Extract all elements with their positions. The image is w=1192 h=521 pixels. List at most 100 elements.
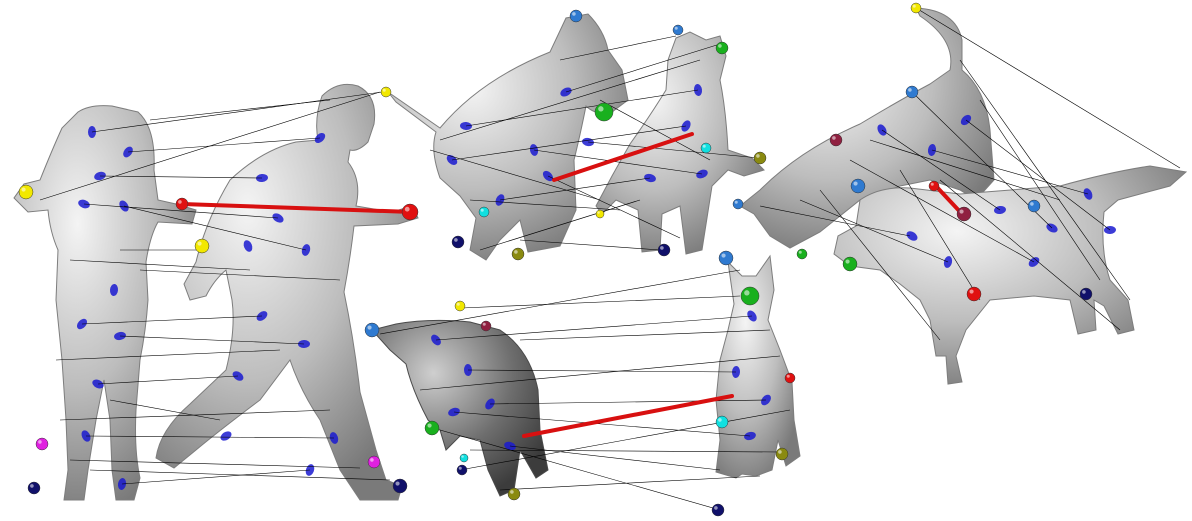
marker-highlight: [514, 250, 518, 254]
marker-highlight: [660, 246, 664, 250]
green-marker: [843, 257, 857, 271]
cyan-marker: [716, 416, 728, 428]
cyan-marker: [701, 143, 711, 153]
dog-shape-right-front: [834, 166, 1186, 384]
marker-highlight: [454, 238, 458, 242]
marker-highlight: [405, 207, 410, 212]
yellow-marker: [911, 3, 921, 13]
green-marker: [595, 103, 613, 121]
human-pair: [14, 84, 418, 500]
navy-marker: [658, 244, 670, 256]
marker-highlight: [598, 106, 603, 111]
marker-highlight: [969, 289, 973, 293]
marker-highlight: [30, 484, 34, 488]
marker-highlight: [721, 253, 725, 257]
green-marker: [425, 421, 439, 435]
navy-marker: [452, 236, 464, 248]
marker-highlight: [703, 145, 706, 148]
marker-highlight: [718, 418, 722, 422]
marker-highlight: [370, 458, 374, 462]
marker-highlight: [461, 455, 463, 457]
marker-highlight: [718, 44, 722, 48]
olive-marker: [508, 488, 520, 500]
marker-highlight: [38, 440, 42, 444]
marker-highlight: [675, 27, 678, 30]
green-marker: [741, 287, 759, 305]
blue-marker: [673, 25, 683, 35]
marker-highlight: [714, 506, 718, 510]
marker-highlight: [908, 88, 912, 92]
marker-highlight: [510, 490, 514, 494]
wolf-shape-top-right: [596, 32, 764, 254]
marker-highlight: [383, 89, 386, 92]
green-marker: [716, 42, 728, 54]
marker-highlight: [845, 259, 849, 263]
red-marker: [176, 198, 188, 210]
yellow-marker: [195, 239, 209, 253]
red-marker: [967, 287, 981, 301]
correspondence-line: [150, 100, 330, 120]
navy-marker: [28, 482, 40, 494]
marker-highlight: [572, 12, 576, 16]
marker-highlight: [778, 450, 782, 454]
wolf-pair-top: [388, 14, 764, 260]
magenta-marker: [36, 438, 48, 450]
yellow-marker: [596, 210, 604, 218]
yellow-marker: [455, 301, 465, 311]
marker-highlight: [744, 290, 749, 295]
correspondence-line: [440, 430, 720, 510]
maroon-marker: [830, 134, 842, 146]
marker-highlight: [1030, 202, 1034, 206]
marker-highlight: [21, 187, 25, 191]
blue-marker: [851, 179, 865, 193]
blue-marker: [733, 199, 743, 209]
marker-highlight: [481, 209, 484, 212]
marker-highlight: [735, 201, 738, 204]
correspondence-line: [500, 476, 760, 490]
marker-highlight: [1082, 290, 1086, 294]
olive-marker: [776, 448, 788, 460]
navy-marker: [712, 504, 724, 516]
marker-highlight: [959, 209, 963, 213]
marker-highlight: [459, 467, 462, 470]
marker-highlight: [853, 181, 857, 185]
marker-highlight: [787, 375, 790, 378]
correspondence-line: [462, 296, 740, 308]
green-marker: [797, 249, 807, 259]
marker-highlight: [197, 241, 201, 245]
marker-highlight: [931, 183, 934, 186]
marker-highlight: [457, 303, 460, 306]
blue-marker: [570, 10, 582, 22]
olive-marker: [512, 248, 524, 260]
olive-marker: [754, 152, 766, 164]
maroon-marker: [481, 321, 491, 331]
red-marker: [402, 204, 418, 220]
marker-highlight: [597, 211, 599, 213]
marker-highlight: [832, 136, 836, 140]
marker-highlight: [756, 154, 760, 158]
maroon-marker: [957, 207, 971, 221]
blue-marker: [719, 251, 733, 265]
blue-patch: [219, 429, 233, 442]
yellow-marker: [19, 185, 33, 199]
navy-marker: [393, 479, 407, 493]
wolf-shape-top-left: [388, 14, 628, 260]
blue-marker: [365, 323, 379, 337]
cyan-marker: [479, 207, 489, 217]
wolf-shape-bottom-right: [716, 256, 800, 478]
marker-highlight: [913, 5, 916, 8]
correspondence-line: [380, 270, 740, 334]
blue-marker: [1028, 200, 1040, 212]
marker-highlight: [367, 325, 371, 329]
marker-highlight: [483, 323, 486, 326]
marker-highlight: [178, 200, 182, 204]
cyan-marker: [460, 454, 468, 462]
blue-marker: [906, 86, 918, 98]
marker-highlight: [395, 481, 399, 485]
yellow-marker: [381, 87, 391, 97]
navy-marker: [457, 465, 467, 475]
marker-highlight: [427, 423, 431, 427]
red-marker: [929, 181, 939, 191]
navy-marker: [1080, 288, 1092, 300]
